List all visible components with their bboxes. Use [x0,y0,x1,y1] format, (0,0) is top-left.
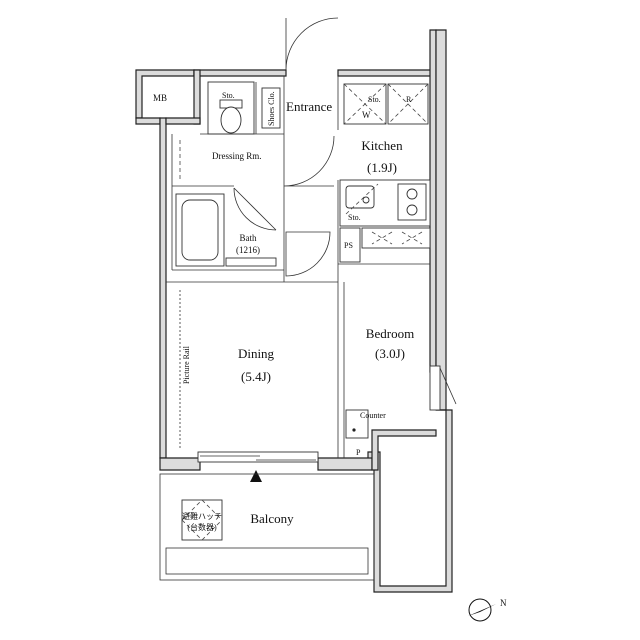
entry-marker-triangle [250,470,262,482]
stove-icon [397,183,427,221]
refrigerator-label: R [406,95,412,104]
washer-label: W [362,110,371,120]
balcony-sliding-window [197,451,319,463]
counter-label: Counter [360,411,386,420]
compass-icon [468,598,496,622]
bedroom-area-label: (3.0J) [375,346,405,361]
counter-fixture [345,409,369,439]
kitchen-area-label: (1.9J) [367,160,397,175]
bedroom-window [429,365,457,411]
bath-size-label: (1216) [236,245,260,255]
bedroom-door-swing [285,231,331,277]
dressing-room-label: Dressing Rm. [212,151,262,161]
kitchen-storage-label: Sto. [368,95,381,104]
shoes-closet [261,87,281,129]
bath-label: Bath [240,233,257,243]
entrance-door-swing [285,17,339,71]
interior-walls [166,76,430,458]
mb-label: MB [153,93,167,103]
escape-hatch-label-2: (台数器) [187,522,217,532]
bedroom-label: Bedroom [366,326,414,341]
kitchen-counter-storage-label: Sto. [348,213,361,222]
toilet-icon [219,99,243,134]
exterior-walls [135,29,453,593]
entrance-label: Entrance [286,99,332,114]
kitchen-label: Kitchen [361,138,403,153]
p-label: P [356,448,361,457]
bath-door-swing [233,187,277,231]
shoes-closet-label: Shoes Clo. [267,91,276,126]
escape-hatch [181,499,223,541]
ps-label: PS [344,241,353,250]
refrigerator-fixture [387,83,429,125]
balcony-label: Balcony [250,511,294,526]
ps-shaft [339,227,361,263]
bathtub-icon [175,193,225,267]
toilet-storage-label: Sto. [222,91,235,100]
kitchen-storage-fixture [343,83,387,125]
picture-rail-label: Picture Rail [182,345,191,384]
balcony-outline [159,473,375,581]
dining-area-label: (5.4J) [241,369,271,384]
kitchen-cabinet-doors [361,227,431,249]
dining-label: Dining [238,346,275,361]
escape-hatch-label-1: 避難ハッチ [182,511,222,521]
compass-north-label: N [500,598,507,608]
entrance-inner-door-swing [283,135,335,187]
